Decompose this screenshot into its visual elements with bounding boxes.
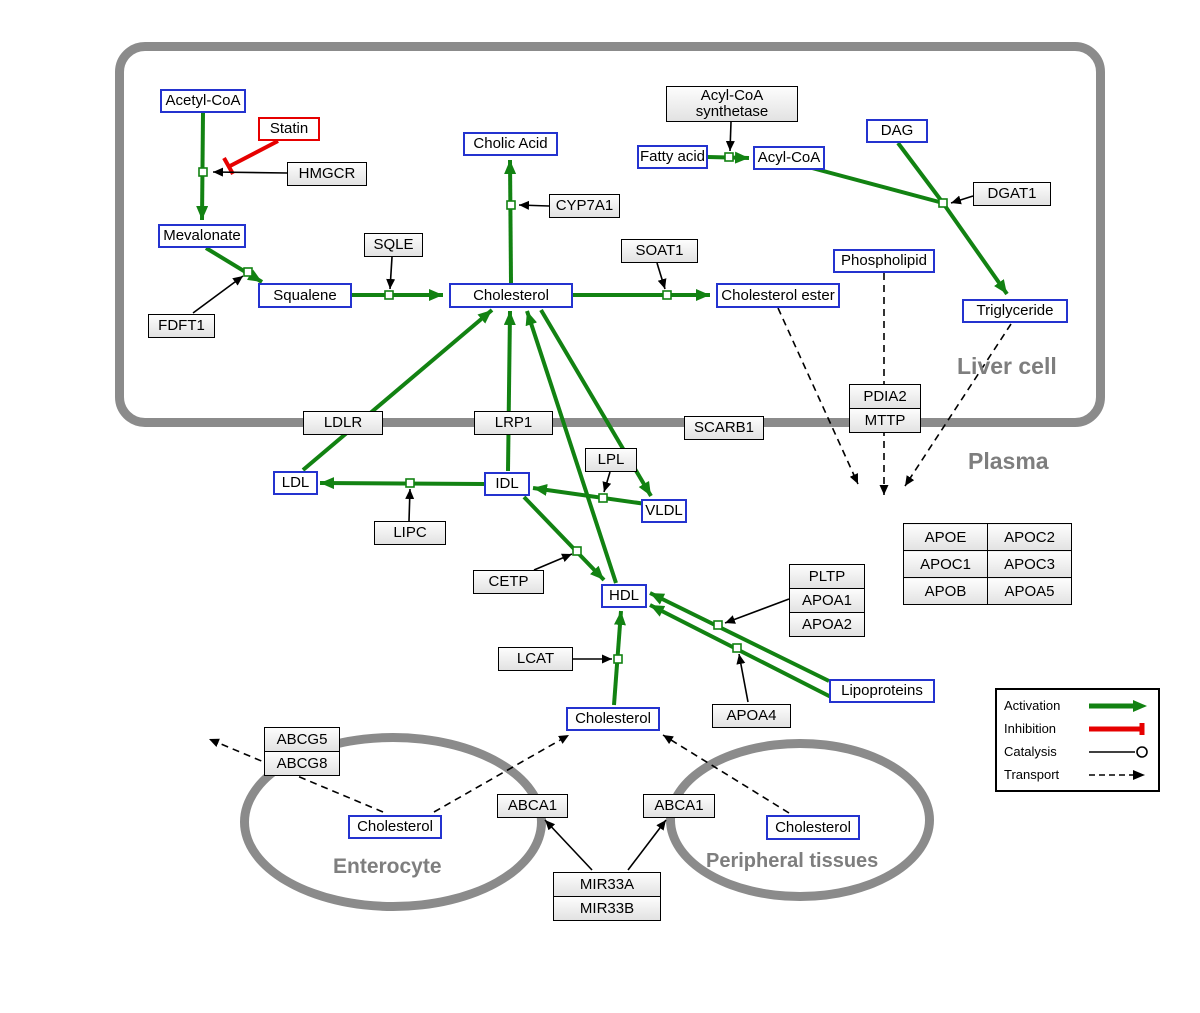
mir33-stack: MIR33A MIR33B	[553, 872, 661, 921]
legend-catalysis-label: Catalysis	[1004, 744, 1057, 759]
node-idl[interactable]: IDL	[484, 472, 530, 496]
node-mir33a[interactable]: MIR33A	[553, 872, 661, 897]
node-hdl[interactable]: HDL	[601, 584, 647, 608]
node-hmgcr[interactable]: HMGCR	[287, 162, 367, 186]
node-apoc2[interactable]: APOC2	[987, 523, 1072, 551]
node-mevalonate[interactable]: Mevalonate	[158, 224, 246, 248]
node-abca1-peripheral[interactable]: ABCA1	[643, 794, 715, 818]
node-apoa4[interactable]: APOA4	[712, 704, 791, 728]
node-abcg5[interactable]: ABCG5	[264, 727, 340, 752]
node-ldl[interactable]: LDL	[273, 471, 318, 495]
pltp-apoa-stack: PLTP APOA1 APOA2	[789, 564, 865, 637]
node-pdia2[interactable]: PDIA2	[849, 384, 921, 409]
node-scarb1[interactable]: SCARB1	[684, 416, 764, 440]
node-squalene[interactable]: Squalene	[258, 283, 352, 308]
legend: Activation Inhibition Catalysis Transpor…	[995, 688, 1160, 792]
plasma-label: Plasma	[968, 448, 1049, 474]
node-apoc3[interactable]: APOC3	[987, 550, 1072, 578]
node-pltp[interactable]: PLTP	[789, 564, 865, 589]
node-acyl-coa-synthetase[interactable]: Acyl-CoA synthetase	[666, 86, 798, 122]
legend-transport-label: Transport	[1004, 767, 1060, 782]
legend-inhibition-label: Inhibition	[1004, 721, 1057, 736]
reaction-nodes	[198, 152, 948, 664]
legend-activation-row: Activation	[997, 694, 1158, 717]
legend-activation-label: Activation	[1004, 698, 1061, 713]
node-sqle[interactable]: SQLE	[364, 233, 423, 257]
abcg-stack: ABCG5 ABCG8	[264, 727, 340, 776]
node-statin[interactable]: Statin	[258, 117, 320, 141]
pdia2-mttp-stack: PDIA2 MTTP	[849, 384, 921, 433]
node-acyl-coa[interactable]: Acyl-CoA	[753, 146, 825, 170]
node-lcat[interactable]: LCAT	[498, 647, 573, 671]
enterocyte-label: Enterocyte	[333, 855, 442, 878]
node-dgat1[interactable]: DGAT1	[973, 182, 1051, 206]
node-ldlr[interactable]: LDLR	[303, 411, 383, 435]
node-triglyceride[interactable]: Triglyceride	[962, 299, 1068, 323]
inhibition-edge	[222, 139, 279, 175]
node-lipc[interactable]: LIPC	[374, 521, 446, 545]
node-soat1[interactable]: SOAT1	[621, 239, 698, 263]
node-phospholipid[interactable]: Phospholipid	[833, 249, 935, 273]
liver-cell-membrane	[115, 42, 1105, 427]
node-fdft1[interactable]: FDFT1	[148, 314, 215, 338]
node-apoa5[interactable]: APOA5	[987, 577, 1072, 605]
node-mttp[interactable]: MTTP	[849, 408, 921, 433]
node-abca1-enterocyte[interactable]: ABCA1	[497, 794, 568, 818]
transport-dashed-arrow-icon	[1089, 769, 1145, 780]
node-cholesterol-ester[interactable]: Cholesterol ester	[716, 283, 840, 308]
peripheral-tissues-label: Peripheral tissues	[706, 850, 879, 872]
catalysis-edges	[192, 121, 974, 871]
node-lrp1[interactable]: LRP1	[474, 411, 553, 435]
node-apoe[interactable]: APOE	[903, 523, 988, 551]
legend-catalysis-row: Catalysis	[997, 740, 1158, 763]
node-cholesterol-liver[interactable]: Cholesterol	[449, 283, 573, 308]
node-cholesterol-plasma[interactable]: Cholesterol	[566, 707, 660, 731]
liver-cell-label: Liver cell	[957, 353, 1057, 379]
node-cetp[interactable]: CETP	[473, 570, 544, 594]
node-cholesterol-enterocyte[interactable]: Cholesterol	[348, 815, 442, 839]
legend-transport-row: Transport	[997, 763, 1158, 786]
node-cyp7a1[interactable]: CYP7A1	[549, 194, 620, 218]
node-apoa1[interactable]: APOA1	[789, 588, 865, 613]
node-fatty-acid[interactable]: Fatty acid	[637, 145, 708, 169]
node-abcg8[interactable]: ABCG8	[264, 751, 340, 776]
activation-arrow-icon	[1089, 699, 1147, 712]
node-vldl[interactable]: VLDL	[641, 499, 687, 523]
apolipoprotein-table: APOE APOC2 APOC1 APOC3 APOB APOA5	[903, 523, 1072, 605]
node-mir33b[interactable]: MIR33B	[553, 896, 661, 921]
node-dag[interactable]: DAG	[866, 119, 928, 143]
node-acetyl-coa[interactable]: Acetyl-CoA	[160, 89, 246, 113]
peripheral-tissues-membrane	[666, 739, 934, 901]
node-cholic-acid[interactable]: Cholic Acid	[463, 132, 558, 156]
activation-edges	[196, 112, 1009, 706]
inhibition-tbar-icon	[1089, 722, 1145, 735]
enterocyte-membrane	[240, 733, 546, 911]
node-apob[interactable]: APOB	[903, 577, 988, 605]
node-cholesterol-peripheral[interactable]: Cholesterol	[766, 815, 860, 840]
node-lpl[interactable]: LPL	[585, 448, 637, 472]
node-apoa2[interactable]: APOA2	[789, 612, 865, 637]
catalysis-circle-icon	[1089, 745, 1148, 758]
node-apoc1[interactable]: APOC1	[903, 550, 988, 578]
node-lipoproteins[interactable]: Lipoproteins	[829, 679, 935, 703]
legend-inhibition-row: Inhibition	[997, 717, 1158, 740]
